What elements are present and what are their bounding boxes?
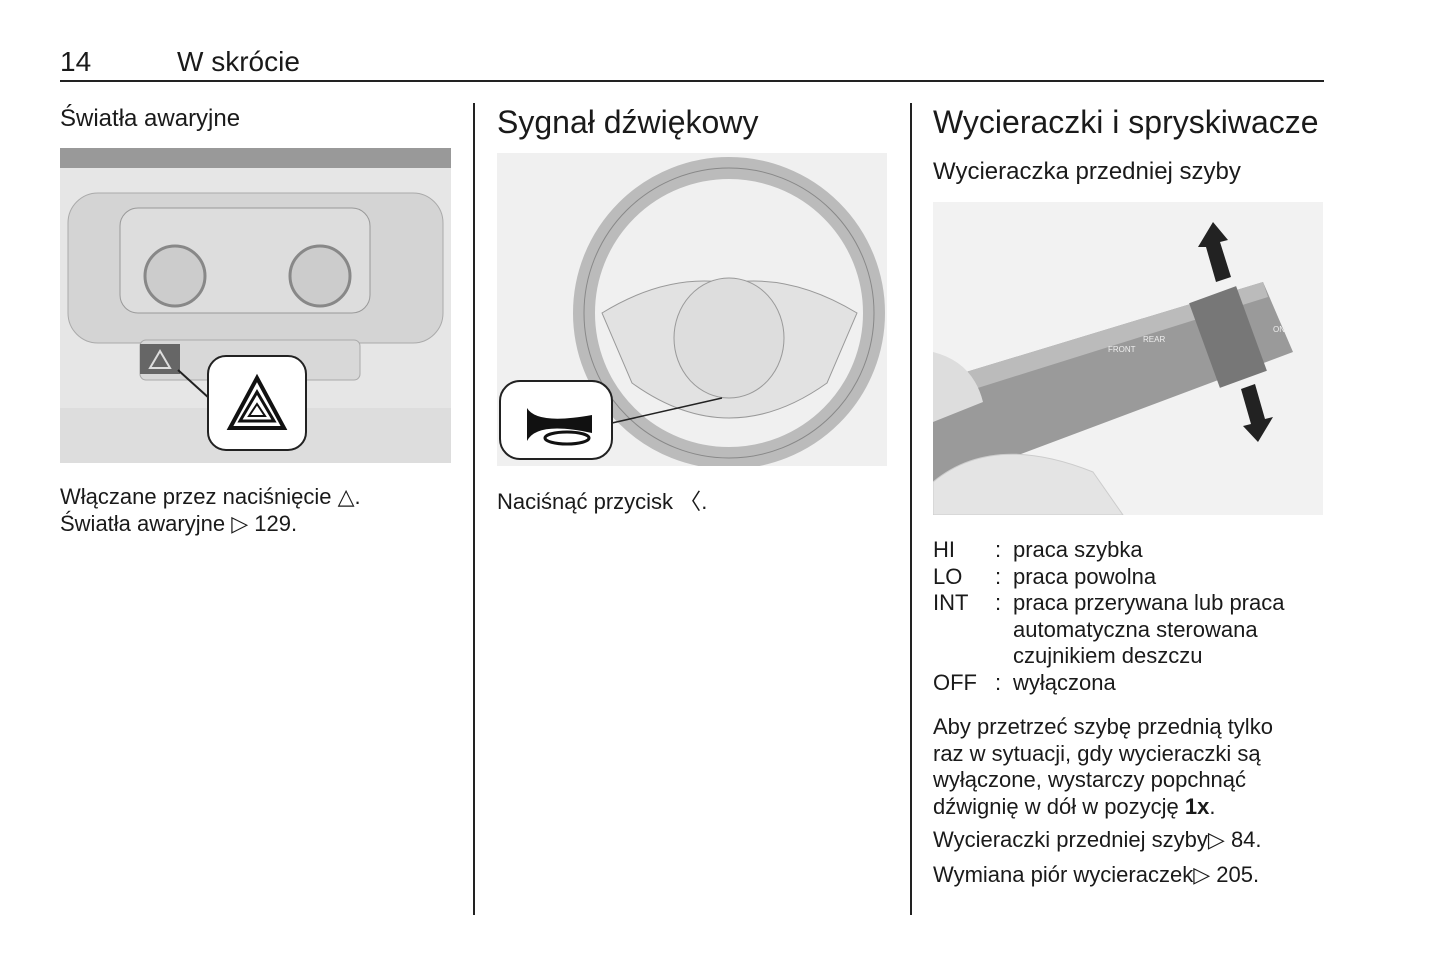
ref-text: Wymiana piór wycieraczek xyxy=(933,862,1194,887)
ref-wiper-blades: Wymiana piór wycieraczek▷ 205. xyxy=(933,862,1259,889)
figure-label: REAR xyxy=(1143,335,1165,344)
header-rule xyxy=(60,80,1324,82)
figure-label: FRONT xyxy=(1108,345,1136,354)
term: HI xyxy=(933,537,955,562)
term: INT xyxy=(933,590,969,615)
page-number: 14 xyxy=(60,46,92,77)
hazard-figure xyxy=(60,148,451,463)
horn-heading: Sygnał dźwiękowy xyxy=(497,104,759,140)
page-ref-arrow-icon: ▷ xyxy=(231,510,249,536)
period: . xyxy=(701,489,708,514)
separator: : xyxy=(995,563,1002,589)
description: praca powolna xyxy=(1013,563,1157,589)
horn-figure xyxy=(497,153,887,466)
page-ref[interactable]: 84. xyxy=(1230,827,1262,852)
hazard-text-2: Światła awaryjne xyxy=(60,510,226,536)
section-title: W skrócie xyxy=(177,46,300,77)
description: praca szybka xyxy=(1013,537,1143,562)
windshield-wiper-subheading: Wycieraczka przedniej szyby xyxy=(933,158,1241,185)
wiper-lever-figure: FRONT REAR ON xyxy=(933,202,1323,515)
horn-icon: 〈 xyxy=(679,489,702,514)
separator: : xyxy=(995,537,1002,562)
horn-text: Naciśnąć przycisk 〈. xyxy=(497,489,707,516)
page-ref[interactable]: 205. xyxy=(1216,862,1260,887)
paragraph-text: Aby przetrzeć szybę przednią tylko raz w… xyxy=(933,714,1273,819)
wiper-positions-list: HI: praca szybka LO: praca powolna INT: pra… xyxy=(933,537,1333,696)
column-divider xyxy=(473,103,475,915)
definition-row: OFF: wyłączona xyxy=(933,670,1333,697)
column-divider xyxy=(910,103,912,915)
single-wipe-paragraph: Aby przetrzeć szybę przednią tylko raz w… xyxy=(933,714,1308,820)
hazard-text: Włączane przez naciśnięcie △. Światła aw… xyxy=(60,484,460,537)
page-ref-arrow-icon: ▷ xyxy=(1207,827,1225,852)
period: . xyxy=(1209,793,1216,819)
description: wyłączona xyxy=(1013,669,1116,695)
hazard-heading: Światła awaryjne xyxy=(60,105,241,132)
term: LO xyxy=(933,563,963,589)
term: OFF xyxy=(933,669,977,695)
definition-row: INT: praca przerywana lub praca automatyc… xyxy=(933,590,1333,670)
position-1x: 1x xyxy=(1184,793,1210,819)
page-ref-arrow-icon: ▷ xyxy=(1193,862,1211,887)
page-ref[interactable]: 129. xyxy=(254,510,298,536)
description: praca przerywana lub praca automatyczna … xyxy=(1013,590,1285,668)
separator: : xyxy=(995,669,1002,695)
separator: : xyxy=(995,590,1002,615)
hazard-triangle-icon: △ xyxy=(337,484,355,509)
definition-row: LO: praca powolna xyxy=(933,564,1333,591)
wipers-heading: Wycieraczki i spryskiwacze xyxy=(933,104,1319,140)
ref-wipers: Wycieraczki przedniej szyby▷ 84. xyxy=(933,827,1262,854)
ref-text: Wycieraczki przedniej szyby xyxy=(933,827,1208,852)
horn-text-main: Naciśnąć przycisk xyxy=(497,489,674,514)
period: . xyxy=(354,484,361,509)
figure-label: ON xyxy=(1273,325,1285,334)
hazard-text-1: Włączane przez naciśnięcie xyxy=(60,484,332,509)
definition-row: HI: praca szybka xyxy=(933,537,1333,564)
